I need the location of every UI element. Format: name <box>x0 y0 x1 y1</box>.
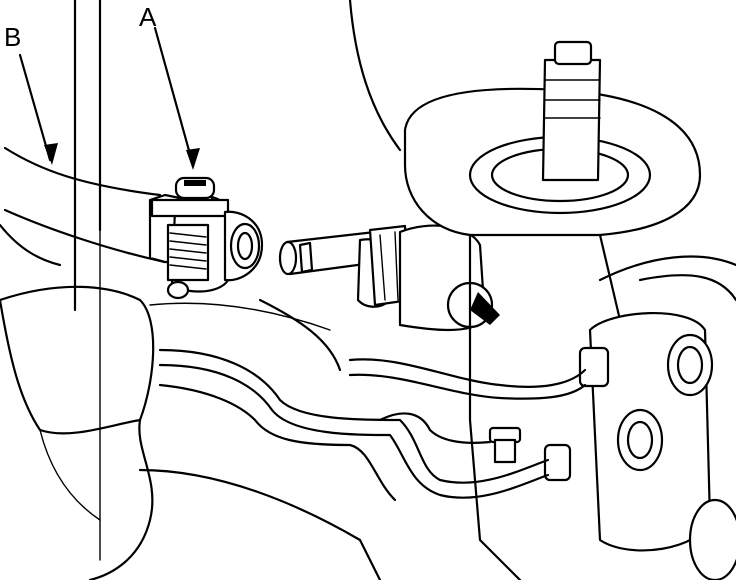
pump-inlet-pipe <box>278 224 500 332</box>
pressure-lines <box>158 348 587 502</box>
hand-outline <box>0 285 155 580</box>
power-steering-pump <box>403 40 702 580</box>
hose-clamp-a <box>150 176 264 300</box>
callout-label-a: A <box>139 2 157 32</box>
leader-lines <box>18 26 200 170</box>
callout-label-b: B <box>4 22 21 52</box>
pump-fittings <box>488 312 736 580</box>
